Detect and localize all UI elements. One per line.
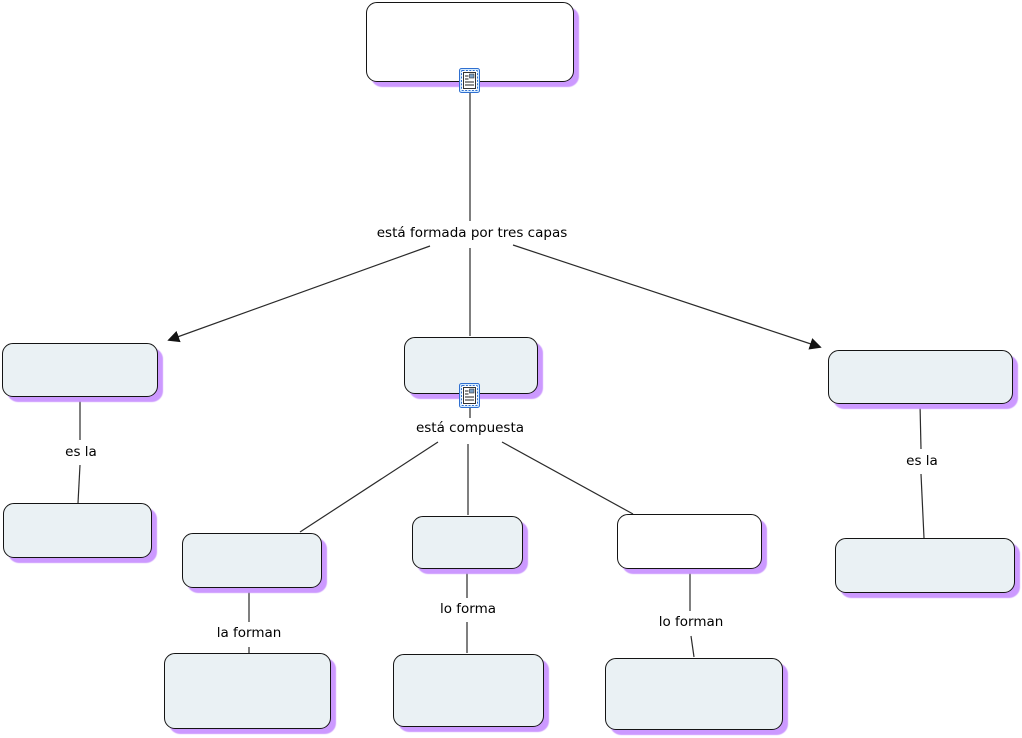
concept-node-left[interactable] xyxy=(2,343,158,397)
concept-node-right[interactable] xyxy=(828,350,1013,404)
linking-phrase-lo-forma[interactable]: lo forma xyxy=(437,601,499,617)
linking-phrase-es-la-right[interactable]: es la xyxy=(904,453,940,469)
concept-node-mid-center[interactable] xyxy=(412,516,523,569)
linking-phrase-la-forman[interactable]: la forman xyxy=(214,625,284,641)
concept-node-mid-right[interactable] xyxy=(617,514,762,569)
document-resource-icon[interactable] xyxy=(459,383,480,408)
linking-phrase-composed[interactable]: está compuesta xyxy=(413,420,527,436)
concept-node-bottom-left[interactable] xyxy=(164,653,331,729)
linking-phrase-formed-by[interactable]: está formada por tres capas xyxy=(374,225,570,241)
concept-node-mid-left[interactable] xyxy=(182,533,322,588)
linking-phrase-lo-forman[interactable]: lo forman xyxy=(656,614,726,630)
concept-node-bottom-center[interactable] xyxy=(393,654,544,727)
concept-node-bottom-right[interactable] xyxy=(605,658,783,730)
document-resource-icon[interactable] xyxy=(459,68,480,93)
concept-node-right-child[interactable] xyxy=(835,538,1015,593)
linking-phrase-es-la-left[interactable]: es la xyxy=(63,444,99,460)
concept-node-left-child[interactable] xyxy=(3,503,152,558)
